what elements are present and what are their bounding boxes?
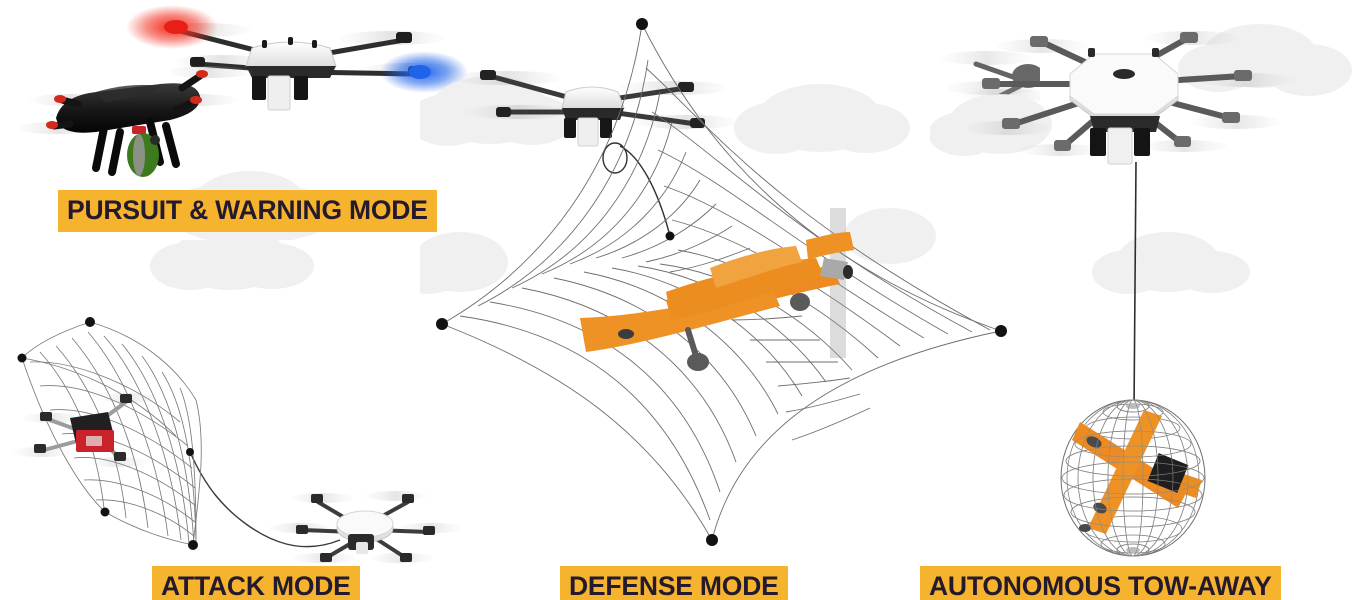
payload-icon (127, 126, 160, 177)
tether-line-icon (602, 142, 671, 237)
label-attack-mode: ATTACK MODE (152, 566, 360, 600)
net-weight-icon (17, 317, 198, 550)
tether-line-icon (189, 451, 341, 548)
hexacopter-drone-icon (268, 491, 462, 563)
net-weight-icon (436, 18, 1007, 546)
label-defense-mode: DEFENSE MODE (560, 566, 788, 600)
police-light-icon (126, 5, 218, 49)
net-bag-icon (1060, 399, 1206, 557)
label-pursuit-warning-mode: PURSUIT & WARNING MODE (58, 190, 437, 232)
interceptor-drone-icon (126, 5, 468, 111)
panel-tow-away (930, 0, 1357, 570)
label-autonomous-tow-away: AUTONOMOUS TOW-AWAY (920, 566, 1281, 600)
captured-quadcopter-icon (12, 393, 158, 467)
police-light-icon (380, 51, 468, 93)
tow-away-illustration (930, 24, 1352, 557)
panel-attack (0, 240, 470, 570)
cloud-icon (150, 240, 314, 290)
large-capture-net-icon (441, 23, 1002, 541)
attack-illustration (12, 240, 462, 563)
capture-net-icon (21, 321, 202, 546)
defense-drone-icon (450, 70, 738, 147)
target-quadcopter-icon (16, 66, 254, 177)
octocopter-drone-icon (946, 31, 1294, 165)
orange-uav-icon (580, 208, 854, 371)
tether-line-icon (1133, 161, 1137, 411)
